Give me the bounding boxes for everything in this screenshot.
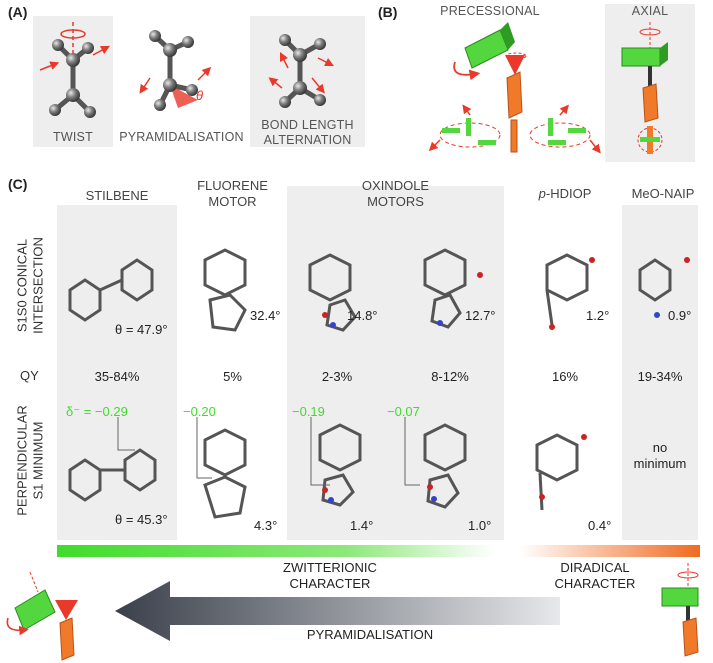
charge-leader-lines xyxy=(117,417,420,486)
no-minimum-line2: minimum xyxy=(633,456,687,471)
min-angle-oxindole-2: 1.0° xyxy=(468,518,492,533)
pyramidalisation-arrow xyxy=(115,581,560,641)
bottom-left-rotor xyxy=(6,571,78,661)
bottom-right-rotor xyxy=(661,563,699,657)
min-angle-oxindole-1: 1.4° xyxy=(350,518,374,533)
precessional-trajectory xyxy=(428,104,601,154)
qy-fluorene: 5% xyxy=(223,369,242,384)
min-angle-hdiop: 0.4° xyxy=(588,518,612,533)
diradical-line1: DIRADICAL xyxy=(560,560,630,575)
stilbene-column xyxy=(57,205,177,540)
ci-angle-oxindole-2: 12.7° xyxy=(465,308,496,323)
min-angle-fluorene: 4.3° xyxy=(254,518,278,533)
precessional-label: PRECESSIONAL xyxy=(440,4,540,18)
charge-oxindole-2: −0.07 xyxy=(387,404,420,419)
qy-oxindole-2: 8-12% xyxy=(431,369,469,384)
pyramidalisation-label: PYRAMIDALISATION xyxy=(119,130,244,144)
zwitterionic-line1: ZWITTERIONIC xyxy=(283,560,377,575)
diradical-line2: CHARACTER xyxy=(554,576,636,591)
bla-label-line2: ALTERNATION xyxy=(263,133,352,147)
qy-stilbene: 35-84% xyxy=(94,369,140,384)
header-fluorene-line2: MOTOR xyxy=(208,194,257,209)
axial-rotor xyxy=(621,22,668,154)
qy-hdiop: 16% xyxy=(551,369,579,384)
qy-naip: 19-34% xyxy=(637,369,683,384)
header-stilbene: STILBENE xyxy=(85,188,149,203)
twist-atoms xyxy=(49,39,96,118)
panel-a-letter: (A) xyxy=(8,4,28,20)
ci-angle-oxindole-1: 14.8° xyxy=(347,308,378,323)
axial-label: AXIAL xyxy=(631,4,669,18)
oxindole-column xyxy=(287,186,504,540)
twist-label: TWIST xyxy=(53,130,93,144)
header-oxindole-line2: MOTORS xyxy=(367,194,424,209)
ci-angle-naip: 0.9° xyxy=(668,308,692,323)
header-hdiop: p-HDIOP xyxy=(510,186,620,202)
no-minimum-line1: no xyxy=(652,440,668,455)
ci-molecules xyxy=(68,248,690,332)
header-hdiop-prefix: p xyxy=(538,186,546,201)
panel-b-letter: (B) xyxy=(378,4,398,20)
ci-angle-hdiop: 1.2° xyxy=(586,308,610,323)
charge-oxindole-1: −0.19 xyxy=(292,404,325,419)
panel-c-letter: (C) xyxy=(8,176,28,192)
header-hdiop-rest: -HDIOP xyxy=(545,186,592,201)
theta-label: θ xyxy=(196,88,204,103)
ci-angle-fluorene: 32.4° xyxy=(250,308,281,323)
min-angle-stilbene: θ = 45.3° xyxy=(115,512,168,527)
zwitterionic-line2: CHARACTER xyxy=(289,576,371,591)
header-naip: MeO-NAIP xyxy=(631,186,695,201)
charge-stilbene: δ⁻ = −0.29 xyxy=(66,404,128,419)
precessional-rotor xyxy=(453,22,527,119)
header-oxindole-line1: OXINDOLE xyxy=(361,178,430,193)
character-gradient-bar xyxy=(57,545,700,557)
min-molecules xyxy=(68,423,587,519)
header-fluorene-line1: FLUORENE xyxy=(197,178,268,193)
pyramidalisation-arrow-label: PYRAMIDALISATION xyxy=(306,627,434,642)
qy-oxindole-1: 2-3% xyxy=(321,369,353,384)
bla-label-line1: BOND LENGTH xyxy=(261,118,354,132)
ci-angle-stilbene: θ = 47.9° xyxy=(115,322,168,337)
row-label-qy: QY xyxy=(20,368,39,383)
charge-fluorene: −0.20 xyxy=(183,404,216,419)
